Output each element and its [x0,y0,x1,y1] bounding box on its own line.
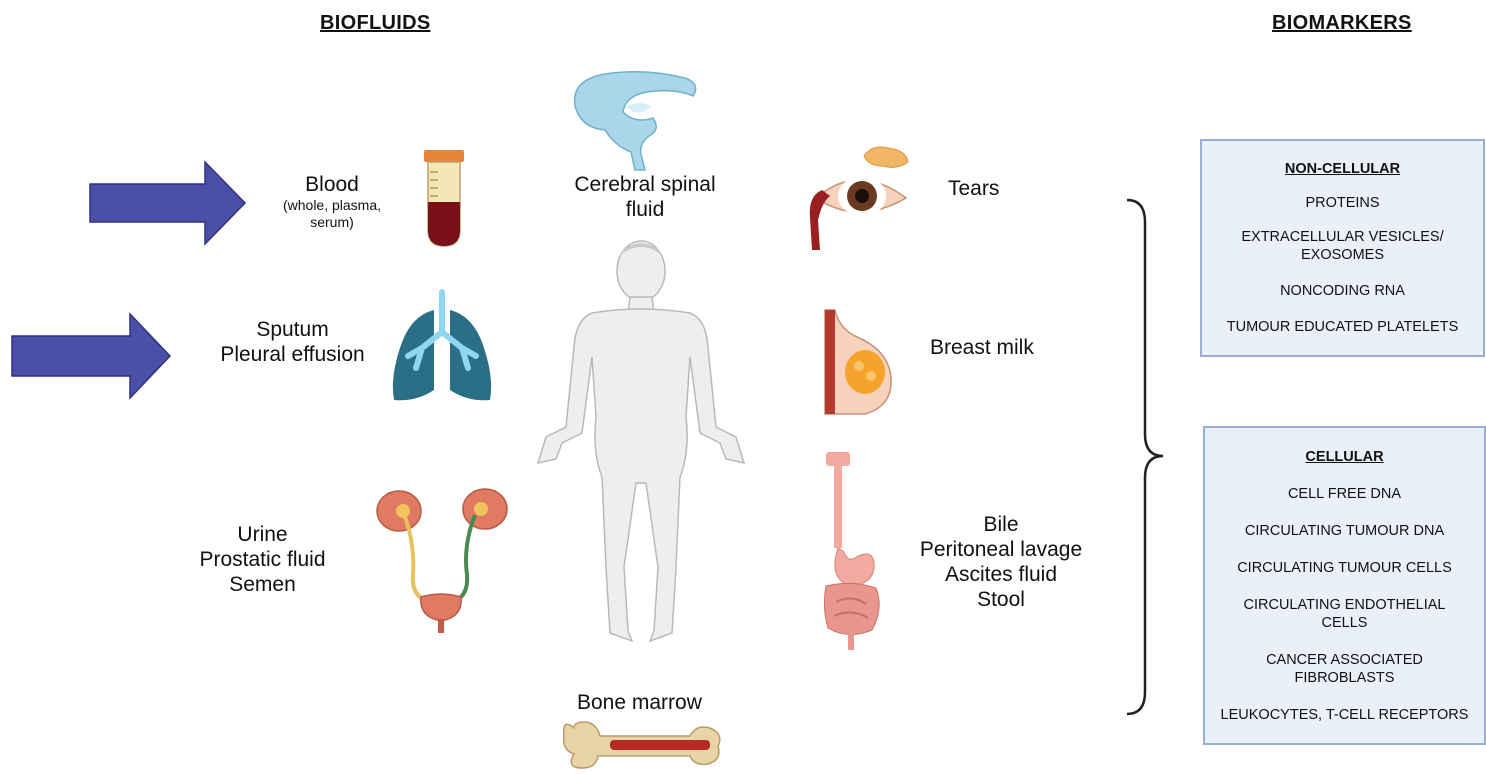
non-cellular-box: NON-CELLULAR PROTEINS EXTRACELLULAR VESI… [1200,139,1485,357]
non-cellular-item: EXTRACELLULAR VESICLES/ [1202,228,1483,246]
non-cellular-item: PROTEINS [1202,194,1483,212]
lungs-icon [386,292,498,404]
cellular-item: CELLS [1205,614,1484,632]
cellular-item: CANCER ASSOCIATED [1205,651,1484,669]
breast-milk-label: Breast milk [930,335,1034,360]
digestive-tract-icon [818,452,888,654]
cellular-item: CIRCULATING ENDOTHELIAL [1205,596,1484,614]
sputum-label: Sputum Pleural effusion [200,317,385,367]
urine-line-1: Urine [195,522,330,547]
gi-line-1: Bile [912,512,1090,537]
gi-line-4: Stool [912,587,1090,612]
non-cellular-title: NON-CELLULAR [1202,160,1483,178]
gi-line-2: Peritoneal lavage [912,537,1090,562]
cellular-box: CELLULAR CELL FREE DNA CIRCULATING TUMOU… [1203,426,1486,745]
cellular-item: CIRCULATING TUMOUR DNA [1205,522,1484,540]
blood-label: Blood (whole, plasma, serum) [272,172,392,231]
brain-ventricle-icon [565,66,705,170]
cellular-item: FIBROBLASTS [1205,669,1484,687]
bone-marrow-label: Bone marrow [577,690,702,715]
cellular-title: CELLULAR [1205,448,1484,466]
human-body-icon [530,237,752,649]
csf-label: Cerebral spinal fluid [545,172,745,222]
blood-title: Blood [305,173,359,196]
breast-icon [805,310,895,414]
cellular-item: CIRCULATING TUMOUR CELLS [1205,559,1484,577]
urine-line-3: Semen [195,572,330,597]
biomarkers-heading: BIOMARKERS [1272,12,1412,35]
curly-brace-icon [1125,198,1170,716]
urine-line-2: Prostatic fluid [195,547,330,572]
arrow-blood-icon [90,162,250,244]
non-cellular-item: EXOSOMES [1202,246,1483,264]
sputum-line-2: Pleural effusion [200,342,385,367]
urine-label: Urine Prostatic fluid Semen [195,522,330,597]
blood-tube-icon [420,150,470,250]
cellular-item: LEUKOCYTES, T-CELL RECEPTORS [1205,706,1484,724]
csf-line-1: Cerebral spinal [545,172,745,197]
gi-label: Bile Peritoneal lavage Ascites fluid Sto… [912,512,1090,612]
blood-subtitle-1: (whole, plasma, [272,197,392,214]
bone-icon [560,716,725,772]
sputum-line-1: Sputum [200,317,385,342]
biofluids-heading: BIOFLUIDS [320,12,430,35]
non-cellular-item: TUMOUR EDUCATED PLATELETS [1202,318,1483,336]
gi-line-3: Ascites fluid [912,562,1090,587]
urinary-system-icon [375,485,510,635]
eye-icon [802,140,914,252]
non-cellular-item: NONCODING RNA [1202,282,1483,300]
csf-line-2: fluid [545,197,745,222]
cellular-item: CELL FREE DNA [1205,485,1484,503]
blood-subtitle-2: serum) [272,214,392,231]
tears-label: Tears [948,176,999,201]
arrow-sputum-icon [12,314,172,398]
